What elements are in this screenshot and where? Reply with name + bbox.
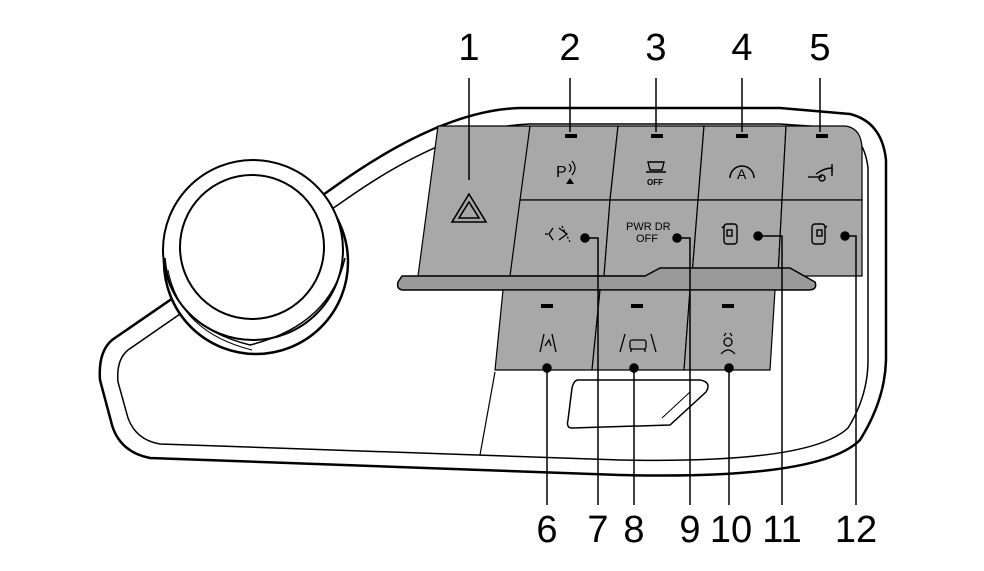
suspension-height-button[interactable] bbox=[781, 125, 863, 201]
traction-off-icon: OFF bbox=[646, 161, 666, 187]
led-driver-monitor bbox=[722, 304, 734, 308]
led-traction bbox=[651, 134, 663, 138]
panel-crease-line bbox=[479, 371, 496, 456]
driver-monitor-button[interactable] bbox=[683, 289, 776, 371]
power-door-label-line2: OFF bbox=[636, 233, 658, 245]
led-auto-hold bbox=[736, 134, 748, 138]
auto-hold-icon: A bbox=[729, 165, 755, 182]
callout-9: 9 bbox=[679, 509, 700, 551]
callout-12: 12 bbox=[835, 509, 877, 551]
traction-off-label: OFF bbox=[647, 178, 663, 187]
rear-door-right-icon bbox=[811, 223, 828, 245]
led-lane-assist bbox=[541, 304, 553, 308]
led-suspension bbox=[816, 134, 828, 138]
callout-11: 11 bbox=[762, 509, 801, 551]
auto-hold-letter: A bbox=[737, 166, 747, 182]
driver-monitor-icon bbox=[720, 332, 736, 355]
indicator-leds bbox=[541, 134, 828, 308]
panel-slot bbox=[566, 379, 709, 429]
callout-8: 8 bbox=[623, 509, 644, 551]
callout-10: 10 bbox=[710, 509, 752, 551]
lane-departure-icon bbox=[545, 225, 571, 243]
power-door-off-icon: PWR DR OFF bbox=[626, 221, 671, 245]
callout-2: 2 bbox=[559, 27, 580, 69]
callout-6: 6 bbox=[536, 509, 557, 551]
panel-slot-inner bbox=[661, 391, 691, 419]
callout-5: 5 bbox=[809, 27, 830, 69]
power-door-label-line1: PWR DR bbox=[626, 221, 671, 233]
callout-4: 4 bbox=[731, 27, 752, 69]
callout-leaders bbox=[468, 78, 857, 505]
lane-assist-icon bbox=[539, 333, 557, 353]
led-parking bbox=[565, 134, 577, 138]
lane-assist-button[interactable] bbox=[494, 289, 601, 371]
rear-door-left-icon bbox=[721, 223, 738, 245]
rotary-knob[interactable] bbox=[162, 159, 350, 356]
parking-sensor-icon: P bbox=[556, 160, 576, 184]
callout-7: 7 bbox=[587, 509, 608, 551]
rear-door-right-button[interactable] bbox=[777, 199, 863, 277]
suspension-height-icon bbox=[808, 164, 833, 182]
led-lane-keep bbox=[631, 304, 643, 308]
top-button-cluster bbox=[417, 125, 863, 277]
lane-keep-button[interactable] bbox=[591, 289, 691, 371]
panel-ledge bbox=[396, 267, 817, 291]
callout-3: 3 bbox=[645, 27, 666, 69]
lane-keep-icon bbox=[619, 333, 657, 353]
hazard-icon bbox=[450, 192, 488, 223]
svg-text:P: P bbox=[556, 164, 567, 181]
callout-1: 1 bbox=[458, 27, 479, 69]
